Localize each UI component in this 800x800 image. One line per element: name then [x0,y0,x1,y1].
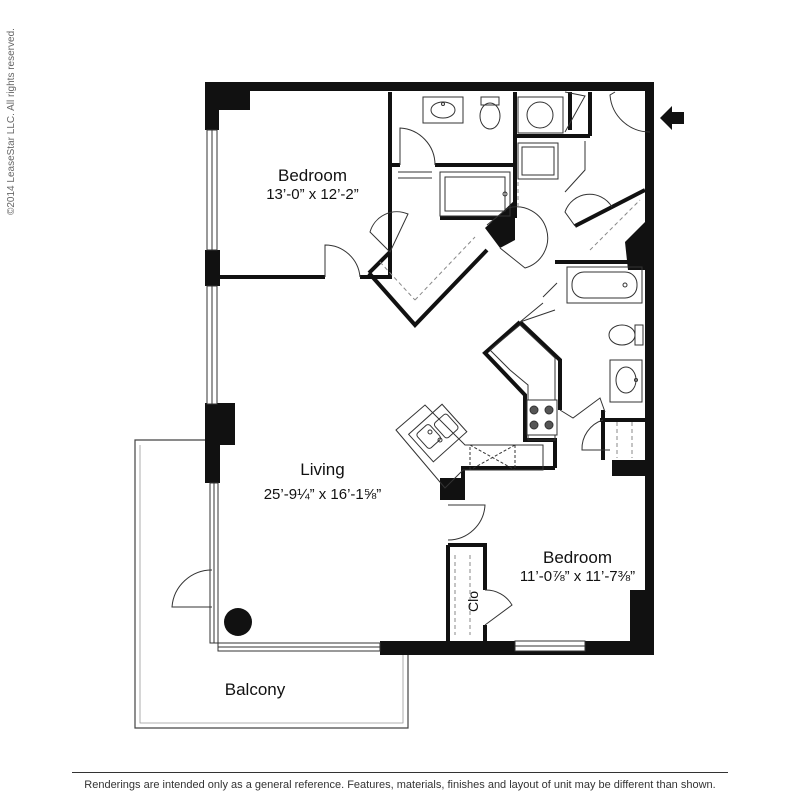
sink-icon [407,403,468,463]
living-label: Living 25’-9¼” x 16’-1⅝” [250,460,395,503]
closet-shelves [379,182,641,635]
toilet-icon [608,324,636,346]
shower-icon [439,171,511,217]
wall-fills [440,200,645,500]
bath-2-fixtures [566,266,644,403]
toilet-icon [479,102,501,130]
bedroom-2-name: Bedroom [543,548,612,567]
door-swings [171,91,651,626]
bedroom-2-dimensions: 11’-0⅞” x 11’-7⅜” [519,568,636,585]
balcony-label: Balcony [224,680,286,699]
window-frames [206,129,586,652]
column-icon [224,608,252,636]
kitchen-counter [395,324,556,489]
balcony-outline [134,439,409,729]
closet-label: Clo [465,590,481,612]
bedroom-1-name: Bedroom [278,166,347,185]
laundry-fixtures [517,96,564,180]
disclaimer-divider [72,772,728,773]
disclaimer-text: Renderings are intended only as a genera… [84,779,716,791]
living-dimensions: 25’-9¼” x 16’-1⅝” [263,486,382,503]
bathtub-icon [566,266,643,304]
interior-walls [220,92,646,641]
entry-arrow-icon [660,106,684,130]
living-name: Living [300,460,345,479]
bedroom-1-label: Bedroom 13’-0” x 12’-2” [245,166,380,203]
bedroom-2-label: Bedroom 11’-0⅞” x 11’-7⅜” [505,548,650,585]
bath-1-fixtures [398,96,511,217]
bedroom-1-dimensions: 13’-0” x 12’-2” [266,186,359,203]
range-icon [526,399,558,436]
